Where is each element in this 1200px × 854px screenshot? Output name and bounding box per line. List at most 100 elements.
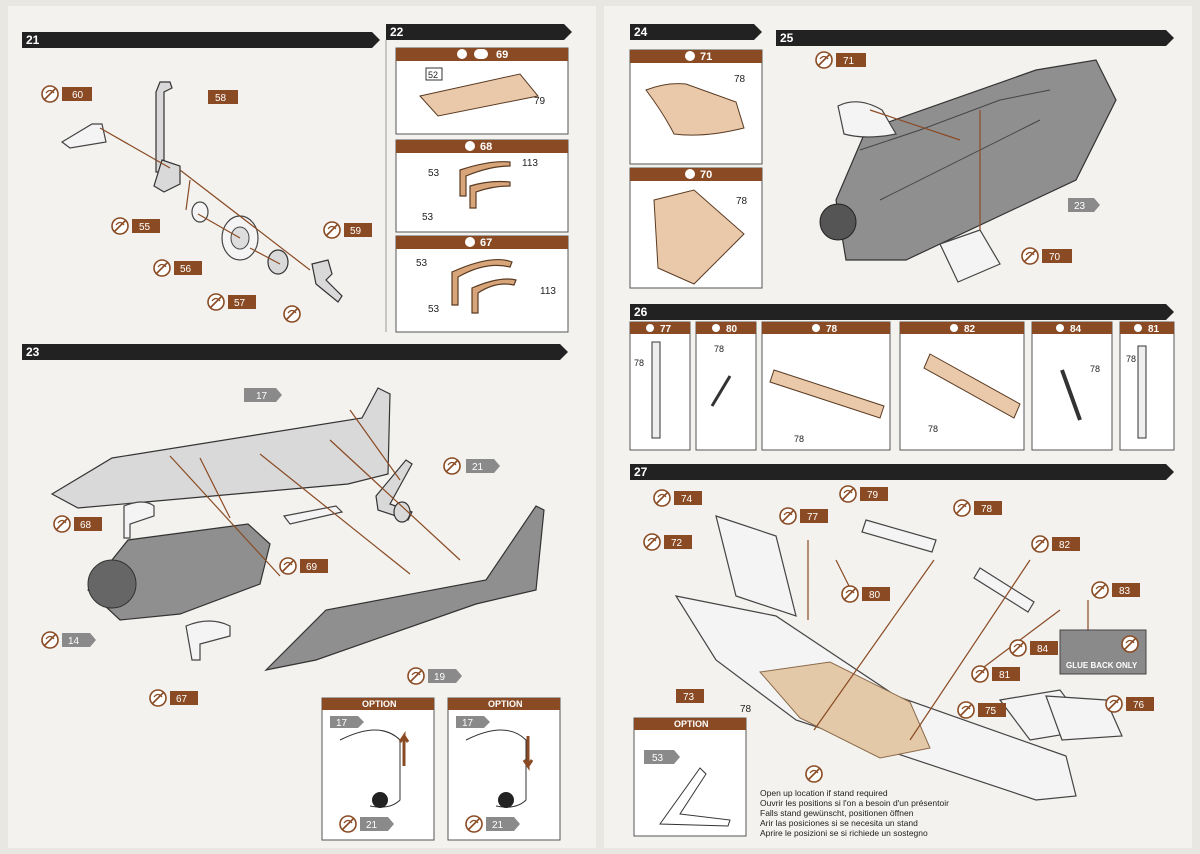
svg-text:68: 68 — [80, 520, 92, 531]
svg-text:78: 78 — [734, 74, 746, 85]
svg-text:84: 84 — [1070, 324, 1082, 335]
svg-text:70: 70 — [700, 169, 712, 181]
svg-text:21: 21 — [492, 820, 504, 831]
leg-part — [311, 259, 343, 303]
svg-text:17: 17 — [336, 718, 348, 729]
svg-text:67: 67 — [480, 237, 492, 249]
arrow-down — [522, 736, 534, 771]
sub-panel-header — [630, 322, 690, 334]
svg-text:53: 53 — [416, 258, 428, 269]
option-box-stand — [633, 717, 747, 837]
part-tag — [862, 587, 890, 601]
assembly-lines — [169, 409, 461, 577]
svg-text:17: 17 — [256, 391, 268, 402]
svg-text:68: 68 — [480, 141, 492, 153]
svg-text:56: 56 — [180, 264, 192, 275]
nog-icon — [1121, 635, 1139, 653]
exhaust-part — [459, 161, 511, 209]
svg-text:60: 60 — [72, 90, 84, 101]
assembly-lines — [869, 109, 981, 230]
part-tag — [676, 689, 704, 703]
engine-cylinders — [87, 559, 137, 609]
svg-text:82: 82 — [1059, 540, 1071, 551]
panel-part-78 — [769, 369, 885, 419]
nog-icon — [815, 51, 833, 69]
floor-part — [419, 73, 539, 117]
nog-icon — [111, 217, 129, 235]
step-21-header — [22, 32, 380, 48]
nog-icon — [283, 305, 301, 323]
step-number: 21 — [26, 33, 40, 47]
floor-69 — [282, 505, 344, 525]
nog-icon — [53, 515, 71, 533]
lever-84 — [1060, 369, 1082, 421]
svg-text:77: 77 — [807, 512, 819, 523]
svg-text:77: 77 — [660, 324, 672, 335]
svg-text:82: 82 — [964, 324, 976, 335]
step-26: 26 77 78 80 78 78 78 82 78 84 78 81 — [629, 304, 1175, 451]
control-rod-77 — [651, 341, 661, 439]
part-tag — [62, 87, 92, 101]
part-tag — [860, 487, 888, 501]
engine-assembly — [87, 523, 271, 621]
part-tag — [836, 53, 866, 67]
option-header — [322, 698, 434, 710]
step-26-header — [630, 304, 1174, 320]
nog-icon — [279, 557, 297, 575]
glue-icon — [950, 324, 958, 332]
svg-text:GLUE BACK ONLY: GLUE BACK ONLY — [1066, 661, 1138, 670]
part-tag — [1052, 537, 1080, 551]
svg-text:57: 57 — [234, 298, 246, 309]
paint-icon — [474, 49, 488, 59]
nog-icon — [1091, 581, 1109, 599]
stand-note-fr: Ouvrir les positions si l'on a besoin d'… — [760, 798, 949, 808]
part-52-box — [425, 67, 443, 81]
part-tag — [1030, 641, 1058, 655]
svg-text:74: 74 — [681, 494, 693, 505]
nog-icon — [207, 293, 225, 311]
part-tag — [208, 90, 238, 104]
panel-78-installed — [861, 519, 937, 553]
panel-76 — [1045, 695, 1123, 741]
svg-text:78: 78 — [794, 434, 804, 444]
rudder-pedal-71 — [645, 83, 745, 136]
glue-icon — [465, 237, 475, 247]
tail-wheel-dot — [372, 792, 388, 808]
svg-text:27: 27 — [634, 465, 648, 479]
nog-icon — [971, 665, 989, 683]
svg-text:58: 58 — [215, 93, 227, 104]
part-tag — [992, 667, 1020, 681]
door-part — [60, 123, 107, 149]
panel-82-installed — [973, 567, 1035, 613]
nog-icon — [841, 585, 859, 603]
svg-text:84: 84 — [1037, 644, 1049, 655]
exhaust-part — [451, 259, 517, 314]
stand-note-it: Aprire le posizioni se si richiede un so… — [760, 828, 928, 838]
svg-text:14: 14 — [68, 636, 80, 647]
fuselage-assembly — [835, 59, 1117, 261]
nog-icon — [407, 667, 425, 685]
arrow-up — [398, 731, 410, 766]
svg-text:80: 80 — [869, 590, 881, 601]
part-tag — [170, 691, 198, 705]
sub-panel-header — [1120, 322, 1174, 334]
svg-text:67: 67 — [176, 694, 188, 705]
svg-text:25: 25 — [780, 31, 794, 45]
fuselage-left-half — [50, 387, 391, 509]
sub-panel-header — [696, 322, 756, 334]
nog-icon — [149, 689, 167, 707]
glue-icon — [685, 169, 695, 179]
strut-part — [155, 81, 173, 173]
svg-text:78: 78 — [740, 704, 752, 715]
svg-text:75: 75 — [985, 706, 997, 717]
nog-icon — [805, 765, 823, 783]
engine-front — [819, 203, 857, 241]
exhaust-67 — [185, 620, 231, 661]
svg-text:52: 52 — [428, 70, 438, 80]
pedal-70-installed — [939, 229, 1001, 283]
nog-icon — [1031, 535, 1049, 553]
svg-text:78: 78 — [1090, 364, 1100, 374]
sub-panel-80 — [695, 321, 757, 451]
nog-icon — [779, 507, 797, 525]
svg-text:78: 78 — [736, 196, 748, 207]
